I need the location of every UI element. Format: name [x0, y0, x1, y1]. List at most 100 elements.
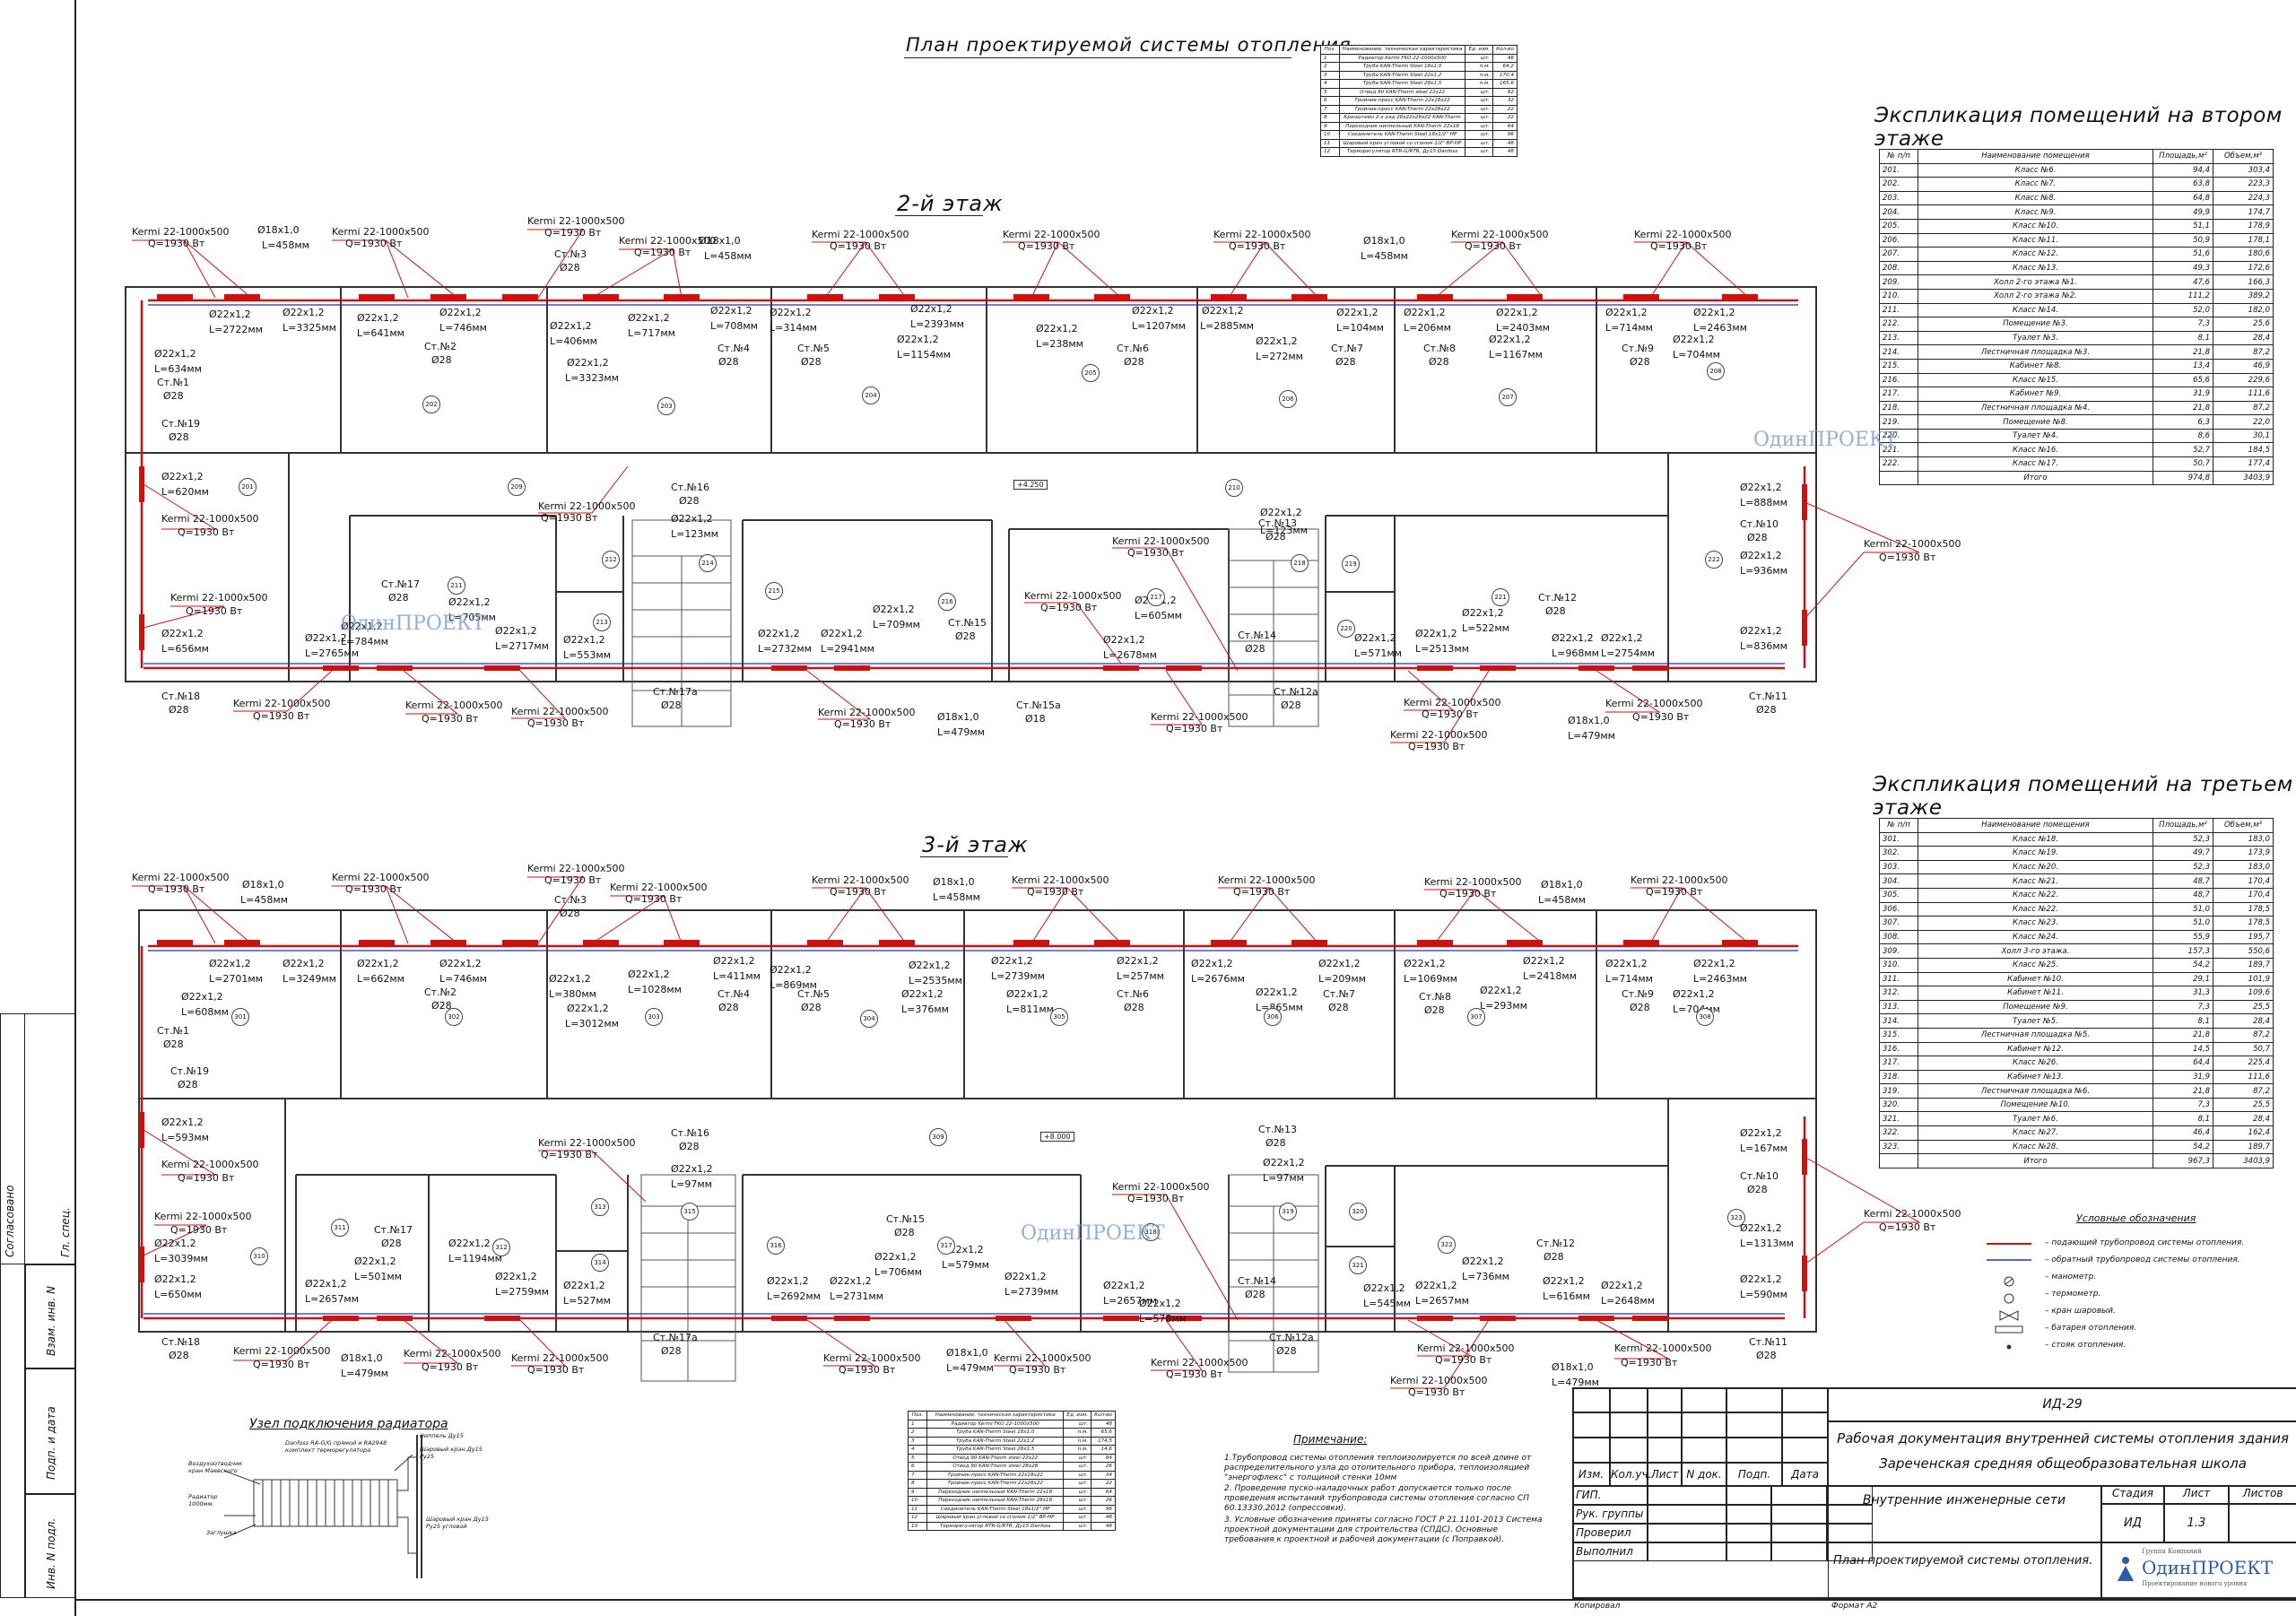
table-cell: Класс №20.: [1918, 859, 2153, 875]
table-header: № п/п: [1879, 818, 1918, 833]
plan-annotation: L=746мм: [439, 322, 487, 334]
table-cell: 308.: [1879, 929, 1918, 945]
plan-annotation: Ст.№4: [718, 988, 751, 1000]
plan-annotation: L=704мм: [1673, 349, 1720, 361]
plan-annotation: L=314мм: [770, 322, 817, 334]
table-cell: 65,6: [1091, 1428, 1116, 1438]
table-cell: Тройник-пресс KAN-Therm 22x28x22: [926, 1479, 1065, 1489]
plan-annotation: Q=1930 Вт: [830, 240, 887, 252]
tb-col-header: Изм.: [1572, 1463, 1610, 1486]
room-number: 301: [231, 1008, 249, 1026]
table-cell: 3403,9: [2213, 1153, 2274, 1169]
table-cell: шт.: [1063, 1419, 1091, 1429]
room-number: 208: [1707, 362, 1725, 380]
table-header: № п/п: [1879, 149, 1918, 164]
plan-annotation: Kermi 22-1000x500: [1634, 229, 1732, 240]
tb-sign-cell: [1648, 1486, 1726, 1505]
plan-annotation: Kermi 22-1000x500: [132, 872, 230, 883]
legend-item: – термометр.: [2045, 1290, 2101, 1299]
plan-annotation: Ст.№17а: [653, 686, 698, 698]
plan-annotation: Ст.№13: [1258, 517, 1298, 529]
table-cell: 174,7: [2213, 204, 2274, 220]
plan-annotation: Ø22x1,2: [1489, 334, 1531, 345]
plan-annotation: L=97мм: [671, 1178, 712, 1190]
plan-annotation: Ø22x1,2: [1552, 632, 1594, 644]
plan-annotation: Q=1930 Вт: [1018, 240, 1075, 252]
table-cell: 3: [908, 1436, 927, 1446]
room-number: 204: [862, 387, 880, 404]
table-cell: 310.: [1879, 957, 1918, 973]
table-cell: 8: [908, 1479, 927, 1489]
table-cell: 52,0: [2152, 302, 2213, 318]
table-header: Площадь,м²: [2152, 149, 2213, 164]
plan-annotation: Ст.№8: [1423, 343, 1457, 354]
table-cell: Кабинет №9.: [1918, 387, 2153, 402]
plan-annotation: Ст.№3: [554, 894, 587, 906]
footer-copy: Копировал: [1574, 1602, 1621, 1611]
plan-annotation: Ø22x1,2: [713, 955, 755, 967]
table-header: Наименование, техническая характеристика: [926, 1411, 1065, 1421]
plan-annotation: Ст.№7: [1331, 343, 1364, 354]
table-cell: 307.: [1879, 916, 1918, 931]
plan-annotation: Ст.№14: [1238, 630, 1277, 641]
plan-annotation: Ø22x1,2: [767, 1275, 809, 1287]
table-cell: 211.: [1879, 302, 1918, 318]
table-cell: 7,3: [2152, 317, 2213, 332]
plan-annotation: L=590мм: [1740, 1289, 1787, 1300]
plan-annotation: Ø22x1,2: [628, 312, 670, 324]
plan-annotation: Ø18x1,0: [946, 1347, 988, 1359]
plan-annotation: Ø28: [1328, 1002, 1349, 1013]
table-cell: шт.: [1465, 53, 1494, 63]
plan-annotation: Ст.№9: [1622, 988, 1655, 1000]
table-cell: Туалет №5.: [1918, 1013, 2153, 1029]
plan-annotation: Ø22x1,2: [161, 471, 204, 482]
plan-annotation: Ст.№1: [157, 1025, 190, 1037]
table-cell: 64,2: [1492, 62, 1518, 72]
plan-annotation: Q=1930 Вт: [422, 713, 479, 725]
tb-logo-small: Группа Компаний: [2142, 1548, 2202, 1555]
plan-annotation: Ст.№14: [1238, 1275, 1277, 1287]
plan-annotation: Ø28: [1265, 1137, 1286, 1149]
plan-annotation: Q=1930 Вт: [1621, 1357, 1678, 1368]
expl2-title: Экспликация помещений на втором этаже: [1874, 104, 2283, 151]
table-cell: Труба KAN-Therm Steel 18x1,0: [1338, 62, 1466, 72]
plan-annotation: L=662мм: [357, 973, 404, 985]
room-number: 217: [1147, 588, 1165, 606]
table-cell: 87,2: [2213, 1027, 2274, 1043]
plan-annotation: Ø28: [169, 704, 189, 716]
watermark-brand-1: ОдинПРОЕКТ: [1753, 429, 1898, 451]
table-cell: 63,8: [2152, 177, 2213, 192]
table-cell: 974,8: [2152, 470, 2213, 486]
note-2: 2. Проведение пуско-наладочных работ доп…: [1224, 1484, 1529, 1513]
tb-sign-cell: [1827, 1542, 1873, 1561]
table-cell: 31,9: [2152, 387, 2213, 402]
table-cell: 46,9: [2213, 358, 2274, 374]
plan-annotation: L=411мм: [713, 970, 761, 982]
main-title: План проектируемой системы отопления: [906, 34, 1352, 56]
plan-annotation: L=717мм: [628, 327, 675, 339]
plan-annotation: Ø22x1,2: [671, 1163, 713, 1175]
plan-annotation: Kermi 22-1000x500: [1614, 1342, 1712, 1354]
plan-annotation: L=3249мм: [283, 973, 336, 985]
table-cell: 31,9: [2152, 1069, 2213, 1085]
plan-annotation: Ø22x1,2: [710, 305, 752, 317]
plan-annotation: Kermi 22-1000x500: [233, 698, 331, 709]
table-cell: Холл 2-го этажа №1.: [1918, 274, 2153, 290]
table-cell: Кабинет №12.: [1918, 1041, 2153, 1057]
plan-annotation: Ø28: [1245, 643, 1265, 655]
plan-annotation: Ø22x1,2: [1191, 958, 1233, 969]
plan-annotation: L=2692мм: [767, 1290, 821, 1302]
